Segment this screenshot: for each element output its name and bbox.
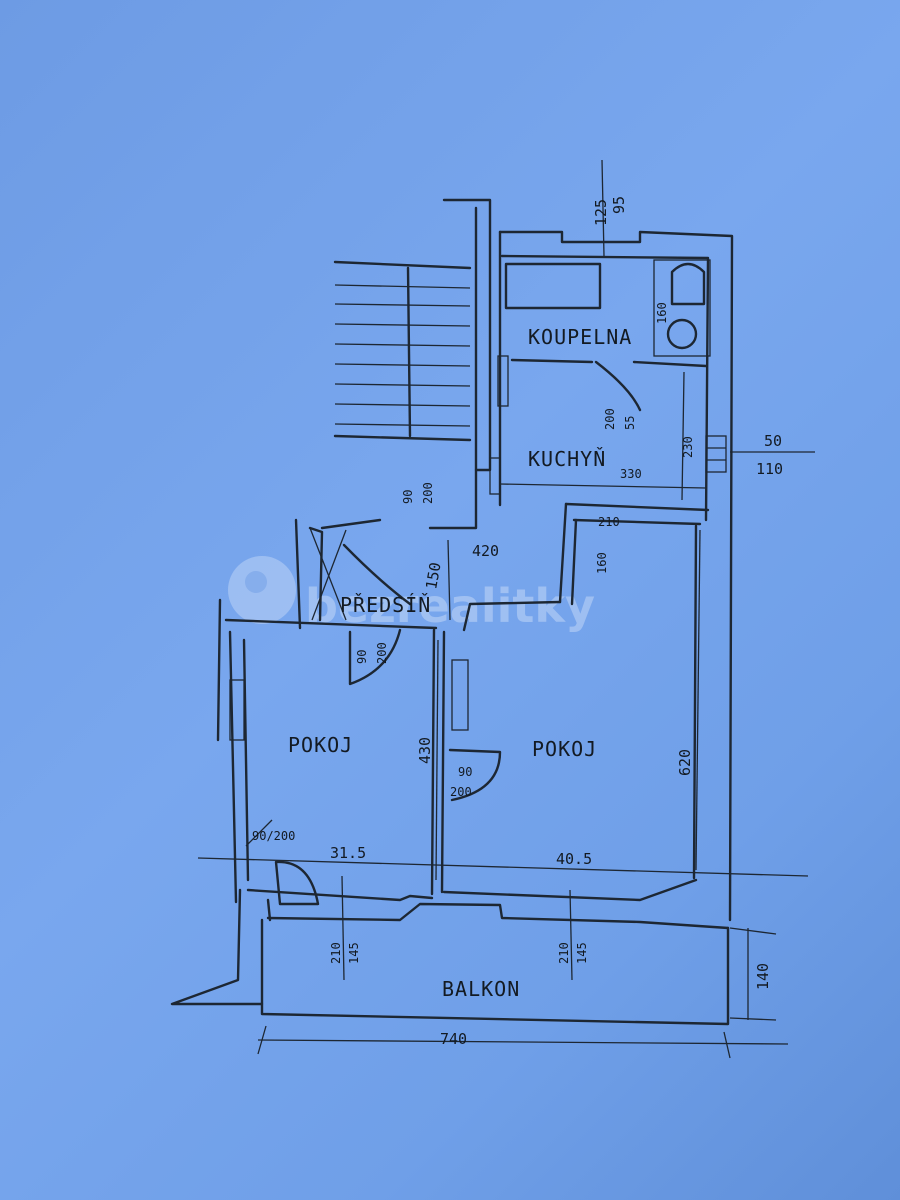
room-label-predsin: PŘEDSÍŇ bbox=[340, 593, 431, 617]
room-label-koupelna: KOUPELNA bbox=[528, 325, 632, 349]
dim-90-top: 90 bbox=[401, 490, 415, 504]
dim-420: 420 bbox=[472, 542, 499, 560]
dim-90-door-left: 90 bbox=[355, 650, 369, 664]
toilet-icon bbox=[666, 318, 698, 350]
dim-40-5: 40.5 bbox=[556, 850, 592, 868]
dim-330: 330 bbox=[620, 467, 642, 481]
dim-145-left: 145 bbox=[347, 942, 361, 964]
dim-200-kitchen-door: 200 bbox=[603, 408, 617, 430]
room-labels: KOUPELNA KUCHYŇ PŘEDSÍŇ POKOJ POKOJ BALK… bbox=[288, 325, 632, 1001]
dim-160: 160 bbox=[655, 302, 669, 324]
chimney bbox=[705, 435, 727, 473]
radiators bbox=[229, 355, 509, 741]
dim-145-right: 145 bbox=[575, 942, 589, 964]
dim-55-kitchen-door: 55 bbox=[623, 416, 637, 430]
bathtub-icon bbox=[504, 262, 602, 310]
dim-90-200-balcony-door: 90/200 bbox=[252, 829, 295, 843]
washbasin-icon bbox=[670, 262, 706, 306]
doors bbox=[274, 360, 642, 906]
dimension-lines bbox=[197, 159, 815, 1059]
left-room-door bbox=[348, 628, 402, 686]
dim-200-door-left: 200 bbox=[375, 642, 389, 664]
dim-160-right: 160 bbox=[595, 552, 609, 574]
dim-740: 740 bbox=[440, 1030, 467, 1048]
dim-430: 430 bbox=[416, 737, 434, 764]
dim-150: 150 bbox=[422, 561, 444, 591]
dim-210-left: 210 bbox=[329, 942, 343, 964]
room-label-pokoj-right: POKOJ bbox=[532, 737, 597, 761]
staircase bbox=[333, 260, 472, 442]
dim-90-door-right: 90 bbox=[458, 765, 472, 779]
dim-110: 110 bbox=[756, 460, 783, 478]
dim-210-right: 210 bbox=[557, 942, 571, 964]
room-label-pokoj-left: POKOJ bbox=[288, 733, 353, 757]
entrance-door bbox=[342, 543, 412, 606]
right-room-door bbox=[448, 748, 502, 802]
dimension-labels: 125 95 160 200 55 230 50 110 330 90 200 … bbox=[252, 196, 783, 1048]
room-label-kuchyn: KUCHYŇ bbox=[528, 447, 606, 471]
balcony-door bbox=[274, 860, 320, 906]
dim-50: 50 bbox=[764, 432, 782, 450]
dim-210-top: 210 bbox=[598, 515, 620, 529]
dim-140: 140 bbox=[754, 963, 772, 990]
bathroom-door bbox=[594, 360, 642, 412]
dim-200-door-right: 200 bbox=[450, 785, 472, 799]
dim-125: 125 bbox=[592, 199, 610, 226]
dim-230: 230 bbox=[681, 436, 695, 458]
dim-31-5: 31.5 bbox=[330, 844, 366, 862]
room-label-balkon: BALKON bbox=[442, 977, 520, 1001]
dim-200-top: 200 bbox=[421, 482, 435, 504]
dim-620: 620 bbox=[676, 749, 694, 776]
bathroom-fixtures bbox=[504, 259, 711, 357]
dim-95: 95 bbox=[610, 196, 628, 214]
